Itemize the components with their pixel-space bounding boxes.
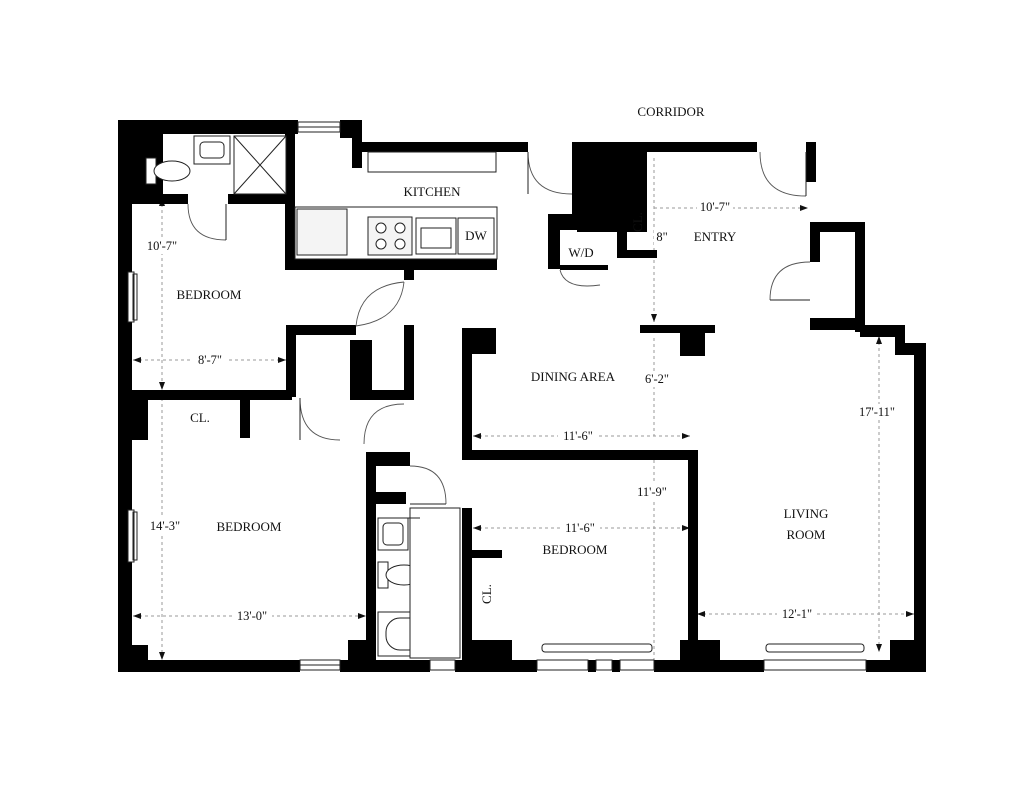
bedroom-right-width-dimension: 11'-6": [565, 521, 595, 535]
kitchen-fixtures: [294, 151, 498, 260]
living-room-label-line1: LIVING: [784, 506, 829, 521]
entry-label: ENTRY: [694, 229, 737, 244]
kitchen-label: KITCHEN: [403, 184, 461, 199]
bathroom-1-fixtures: [145, 135, 287, 195]
living-width-dimension: 12'-1": [782, 607, 812, 621]
dining-depth-dimension: 6'-2": [645, 372, 669, 386]
bedroom-mid-width-dimension: 13'-0": [237, 609, 267, 623]
entry-closet-label: CL.: [630, 212, 645, 232]
radiators: [132, 273, 865, 653]
bedroom-right-closet-label: CL.: [479, 584, 494, 604]
dimension-lines: [133, 158, 914, 660]
dimension-labels: 10'-7" 8" 10'-7" 8'-7" 6'-2" 11'-6" 17'-…: [146, 199, 902, 624]
room-labels: CORRIDOR KITCHEN DW W/D ENTRY CL. BEDROO…: [176, 104, 828, 604]
dishwasher-label: DW: [465, 228, 487, 243]
walls: [118, 120, 926, 672]
living-depth-dimension: 17'-11": [859, 405, 895, 419]
bedroom-mid-depth-dimension: 14'-3": [150, 519, 180, 533]
corridor-label: CORRIDOR: [637, 104, 705, 119]
bedroom-top-depth-dimension: 10'-7": [147, 239, 177, 253]
dimension-arrowheads: [133, 198, 914, 660]
dining-width-dimension: 11'-6": [563, 429, 593, 443]
entry-width-dimension: 10'-7": [700, 200, 730, 214]
bedroom-top-label: BEDROOM: [176, 287, 241, 302]
living-room-label-line2: ROOM: [786, 527, 825, 542]
windows: [127, 121, 867, 671]
entry-depth-dimension: 8": [656, 230, 667, 244]
bedroom-right-label: BEDROOM: [542, 542, 607, 557]
dining-area-label: DINING AREA: [531, 369, 616, 384]
washer-dryer-label: W/D: [568, 245, 593, 260]
bedroom-top-width-dimension: 8'-7": [198, 353, 222, 367]
bedroom-closet-label: CL.: [190, 410, 210, 425]
bedroom-mid-label: BEDROOM: [216, 519, 281, 534]
bedroom-right-depth-dimension: 11'-9": [637, 485, 667, 499]
bathroom-2-fixtures: [377, 507, 461, 659]
